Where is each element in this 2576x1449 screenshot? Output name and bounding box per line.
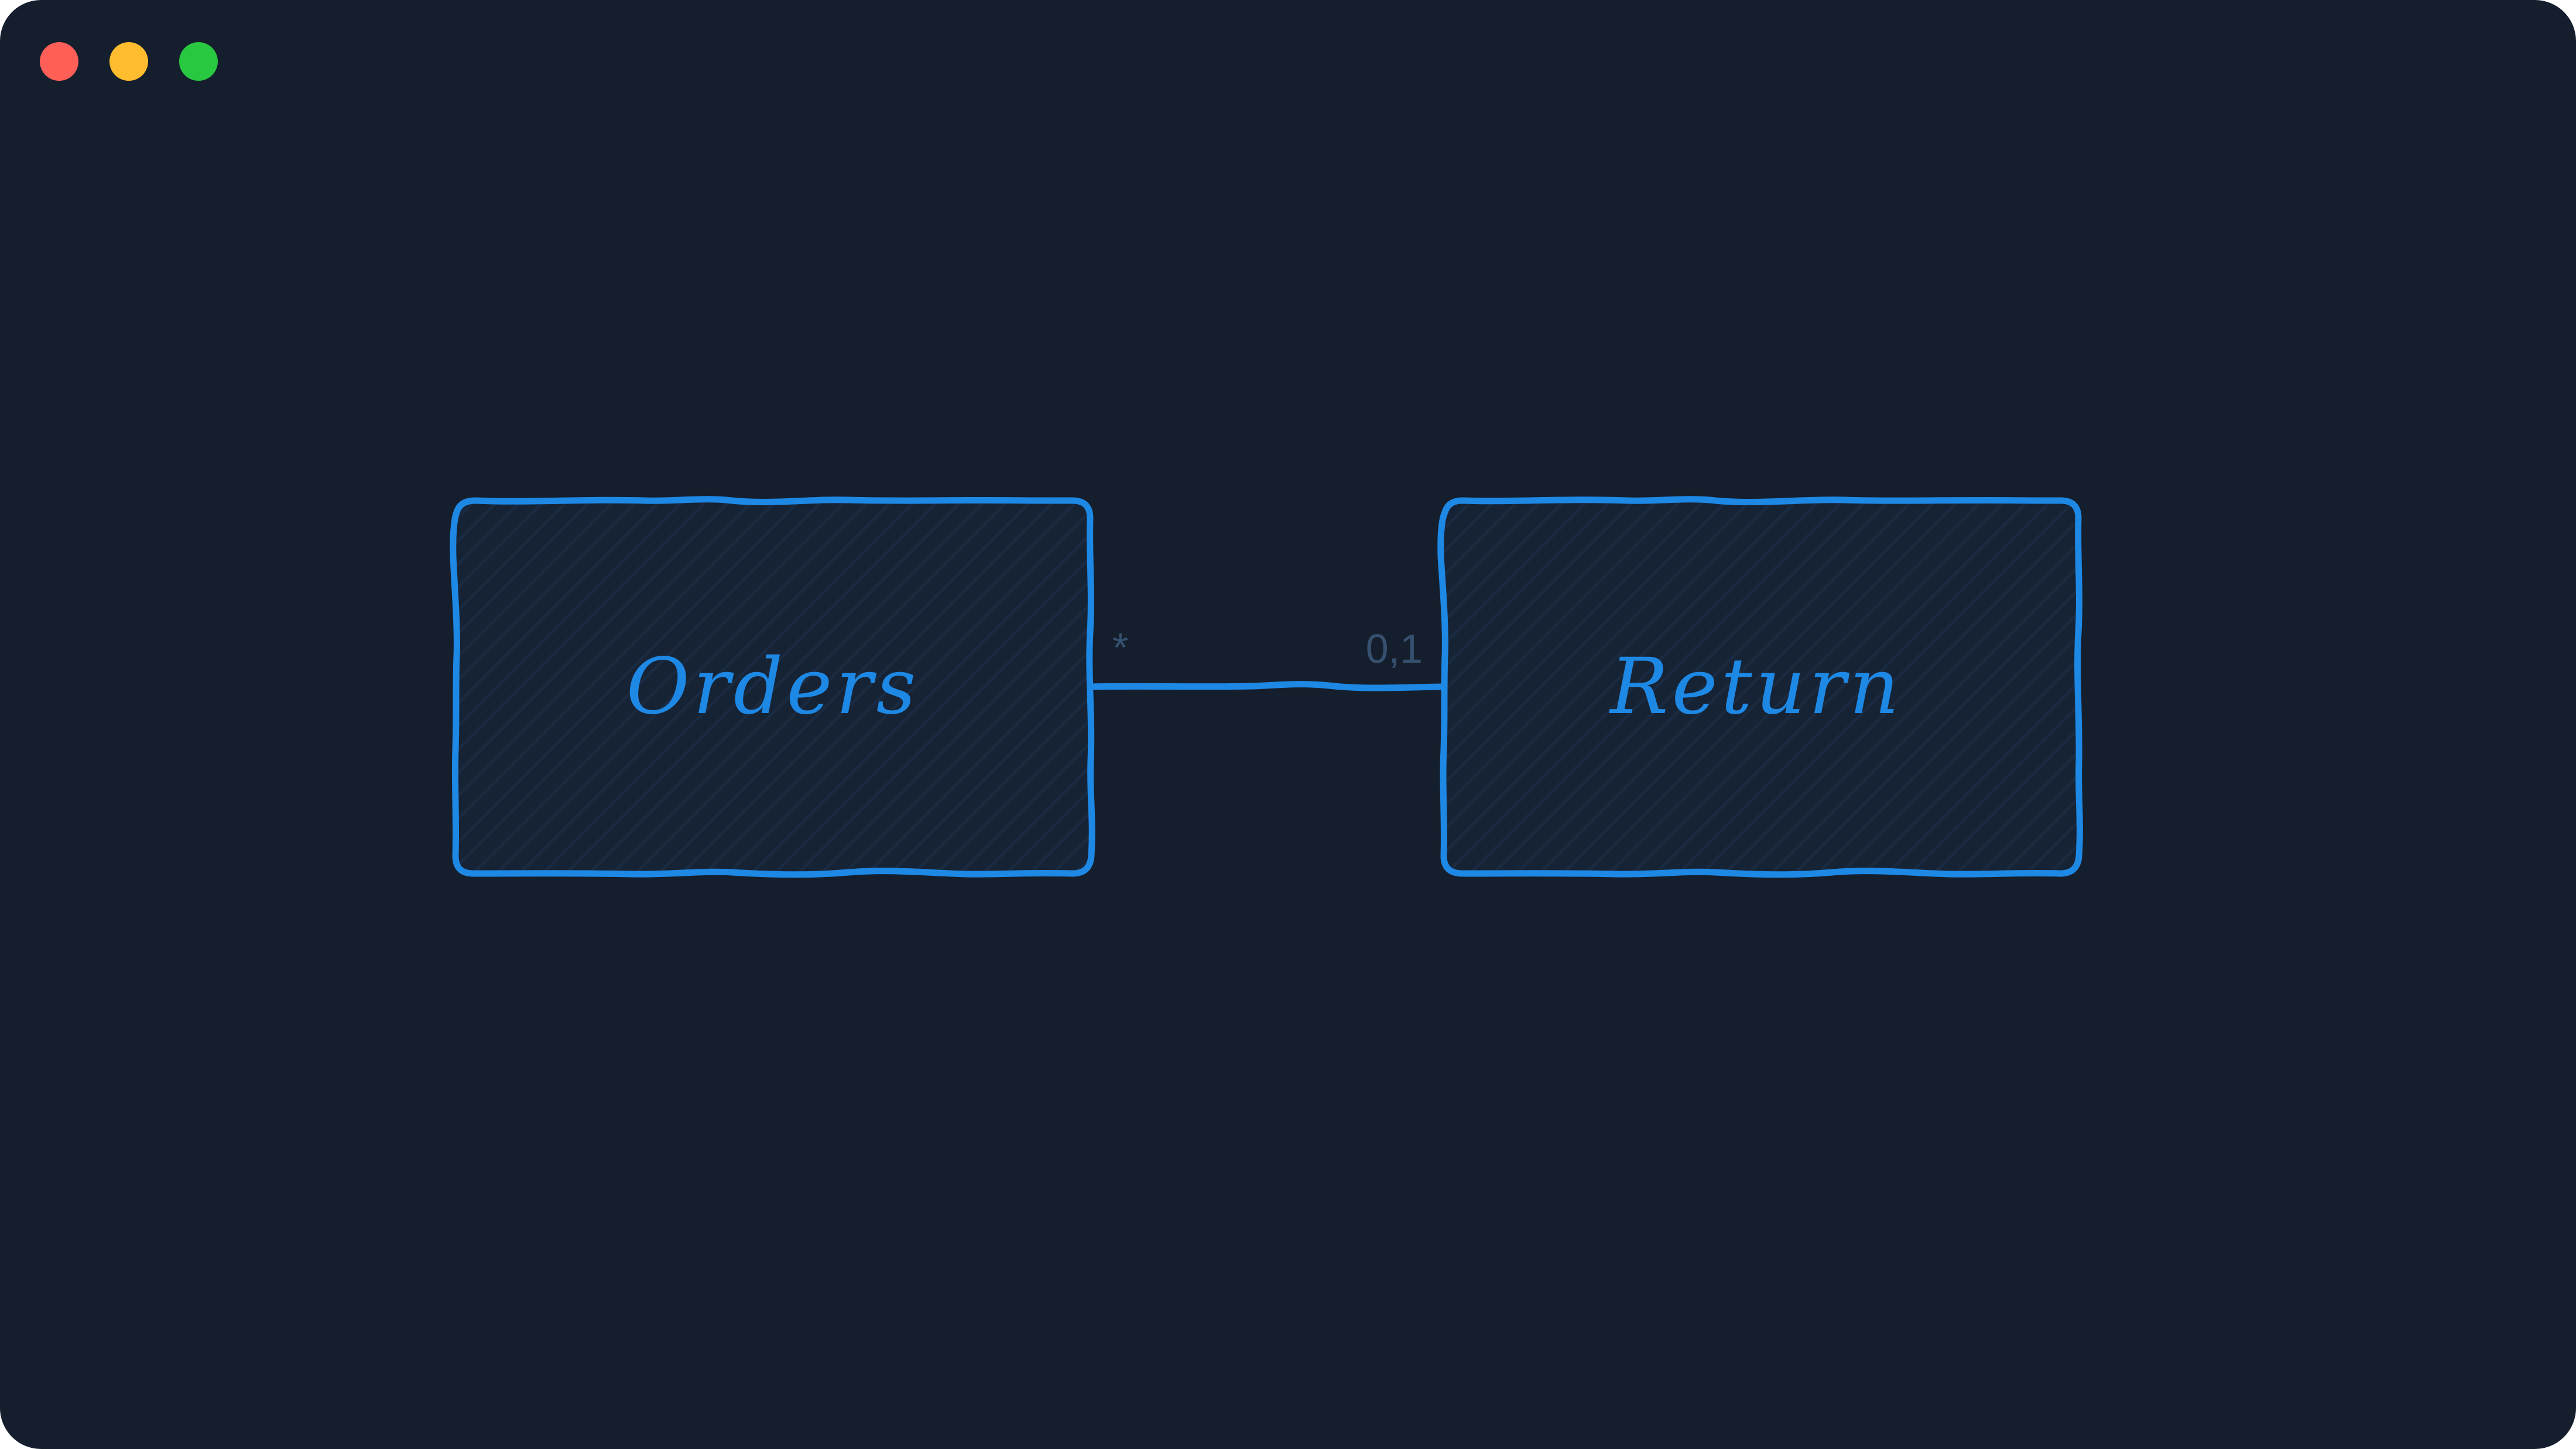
entity-orders-label: Orders <box>626 642 920 732</box>
orders-multiplicity-label: * <box>1112 625 1128 670</box>
minimize-button[interactable] <box>109 42 148 81</box>
zoom-button[interactable] <box>179 42 218 81</box>
entity-return[interactable]: Return <box>1437 496 2083 878</box>
return-multiplicity-label: 0,1 <box>1366 626 1423 672</box>
entity-return-label: Return <box>1609 642 1903 732</box>
relationship-line[interactable] <box>1087 681 1445 691</box>
entity-return-box <box>1437 496 2083 878</box>
entity-orders[interactable]: Orders <box>450 496 1095 878</box>
close-button[interactable] <box>40 42 78 81</box>
entity-orders-box <box>450 496 1095 878</box>
window-controls <box>40 42 218 81</box>
